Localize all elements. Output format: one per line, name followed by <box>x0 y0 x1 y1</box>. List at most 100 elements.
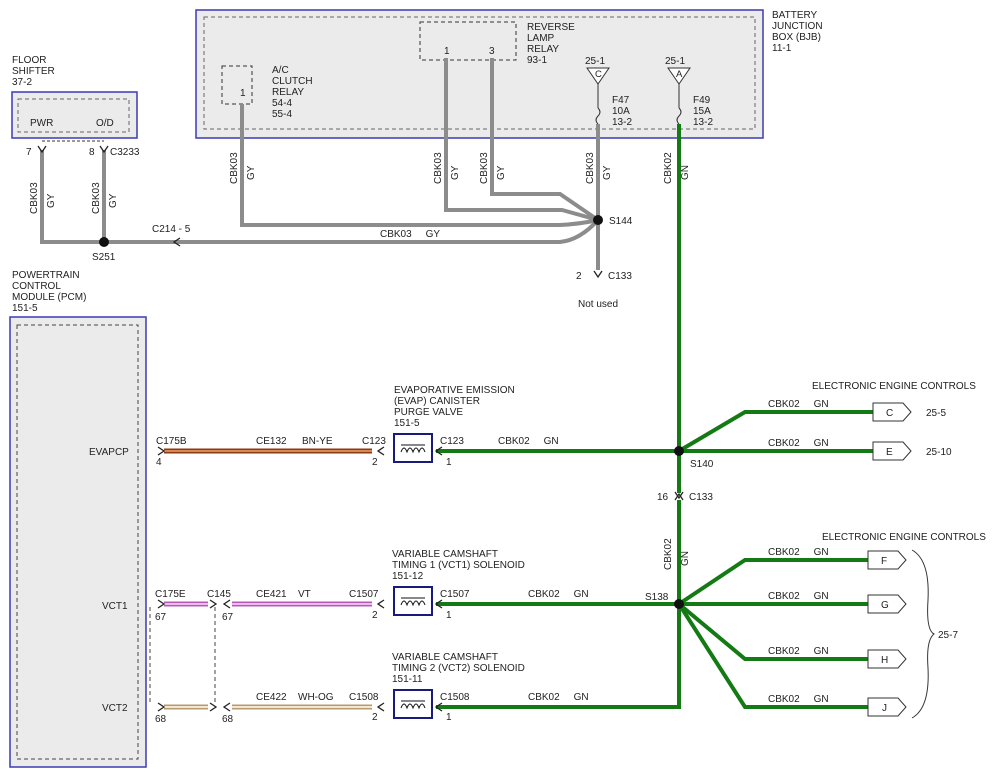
vct1-solenoid-coil <box>400 600 426 607</box>
svg-text:VARIABLE CAMSHAFT: VARIABLE CAMSHAFT <box>392 652 498 663</box>
vct2-wire: CE422 <box>256 692 287 703</box>
s144-label: S144 <box>609 216 633 227</box>
svg-text:CBK02: CBK02 <box>663 152 674 184</box>
svg-text:55-4: 55-4 <box>272 109 292 120</box>
vct1-gn-wire: CBK02 GN <box>528 589 589 600</box>
c133-mid-pin: 16 <box>657 492 669 503</box>
vct1-left-pin: 2 <box>372 610 378 621</box>
vct2-label: VARIABLE CAMSHAFT TIMING 2 (VCT2) SOLENO… <box>392 652 525 685</box>
floor-shifter-box <box>11 91 138 139</box>
svg-text:BATTERY: BATTERY <box>772 10 818 21</box>
eec-connector-f-label: F <box>881 556 887 567</box>
svg-text:CLUTCH: CLUTCH <box>272 76 313 87</box>
vct2-connector-arrows <box>157 702 443 712</box>
wire-pwr <box>40 150 104 244</box>
svg-text:13-2: 13-2 <box>693 117 713 128</box>
svg-text:CBK03: CBK03 <box>91 182 102 214</box>
svg-text:15A: 15A <box>693 106 711 117</box>
svg-text:GY: GY <box>496 165 507 180</box>
eec-connector-g-label: G <box>881 600 889 611</box>
evap-wire: CE132 <box>256 436 287 447</box>
fuse-f49-triangle <box>667 67 691 85</box>
eec-top-wire-e: CBK02 GN <box>768 438 829 449</box>
wire-bottom-label: CBK03 GY <box>380 229 440 240</box>
evap-valve-box <box>393 433 433 463</box>
eec-connector-e <box>872 441 912 461</box>
floor-shifter-connector: C3233 <box>110 147 140 158</box>
floor-shifter-pin7: 7 <box>26 147 32 158</box>
eec-connector-e-label: E <box>886 447 893 458</box>
c214-label: C214 - 5 <box>152 224 191 235</box>
svg-text:37-2: 37-2 <box>12 77 32 88</box>
wire-s138-j <box>677 602 868 709</box>
gray-wires <box>40 58 600 270</box>
evap-color: BN-YE <box>302 436 333 447</box>
evap-right-pin: 1 <box>446 457 452 468</box>
eec-connector-h-label: H <box>881 655 888 666</box>
svg-text:11-1: 11-1 <box>772 43 792 54</box>
wire-s138-h <box>677 602 868 661</box>
pcm-box <box>9 316 147 768</box>
vct1-pcm-conn: C175E <box>155 589 186 600</box>
wire-s251-to-s144 <box>104 218 600 244</box>
eec-bottom-wire-h: CBK02 GN <box>768 646 829 657</box>
eec-bottom-title: ELECTRONIC ENGINE CONTROLS <box>822 532 986 543</box>
floor-shifter-inner <box>17 98 130 133</box>
reverse-relay-pin1: 1 <box>444 46 450 57</box>
fuse-f47-triangle <box>586 67 610 85</box>
eec-ref-e: 25-10 <box>926 447 952 458</box>
svg-text:RELAY: RELAY <box>527 44 559 55</box>
bjb-title: BATTERY JUNCTION BOX (BJB) 11-1 <box>772 10 823 54</box>
vct1-left-conn: C1507 <box>349 589 379 600</box>
reverse-relay-label: REVERSE LAMP RELAY 93-1 <box>527 22 575 66</box>
wire-rev-pin3 <box>490 58 600 222</box>
fuse-f47-ref: 25-1 <box>585 56 605 67</box>
s251-label: S251 <box>92 252 116 263</box>
evap-pcm-pin: 4 <box>156 457 162 468</box>
vct1-mid-conn: C145 <box>207 589 231 600</box>
green-wires <box>436 124 873 709</box>
svg-text:GY: GY <box>46 193 57 208</box>
svg-text:MODULE (PCM): MODULE (PCM) <box>12 292 86 303</box>
vct1-solenoid-box <box>393 586 433 616</box>
bjb-inner-dashed <box>203 16 756 130</box>
fuse-f47-symbol <box>595 107 601 125</box>
c133-top-pin: 2 <box>576 271 582 282</box>
svg-text:CBK03: CBK03 <box>29 182 40 214</box>
floor-shifter-title: FLOOR SHIFTER 37-2 <box>12 55 55 88</box>
svg-text:(EVAP) CANISTER: (EVAP) CANISTER <box>394 396 480 407</box>
eec-bottom-brace <box>911 549 935 719</box>
vct2-right-pin: 1 <box>446 712 452 723</box>
eec-connector-j <box>867 697 907 717</box>
wire-s140-c <box>677 410 873 453</box>
vct1-connector-arrows <box>157 599 443 609</box>
svg-text:RELAY: RELAY <box>272 87 304 98</box>
eec-connector-h <box>867 649 907 669</box>
svg-text:PURGE VALVE: PURGE VALVE <box>394 407 463 418</box>
svg-text:GN: GN <box>680 165 691 180</box>
ac-relay-label: A/C CLUTCH RELAY 54-4 55-4 <box>272 65 313 120</box>
svg-text:CBK03: CBK03 <box>585 152 596 184</box>
svg-text:BOX (BJB): BOX (BJB) <box>772 32 821 43</box>
svg-text:VARIABLE CAMSHAFT: VARIABLE CAMSHAFT <box>392 549 498 560</box>
eec-bottom-wire-f: CBK02 GN <box>768 547 829 558</box>
eec-ref-c: 25-5 <box>926 408 946 419</box>
shield-dashed-lines <box>149 607 216 705</box>
vct2-left-conn: C1508 <box>349 692 379 703</box>
fuse-f49-ref: 25-1 <box>665 56 685 67</box>
svg-text:13-2: 13-2 <box>612 117 632 128</box>
eec-connector-c-label: C <box>886 408 893 419</box>
fuse-f49-letter: A <box>676 69 683 80</box>
svg-text:151-5: 151-5 <box>12 303 38 314</box>
splice-s140 <box>674 446 684 456</box>
eec-bottom-wire-j: CBK02 GN <box>768 694 829 705</box>
svg-text:GY: GY <box>602 165 613 180</box>
fuse-f49-label: F49 15A 13-2 <box>693 95 713 128</box>
svg-text:CBK03: CBK03 <box>433 152 444 184</box>
pcm-title: POWERTRAIN CONTROL MODULE (PCM) 151-5 <box>12 270 86 314</box>
eec-connector-c <box>872 402 912 422</box>
eec-top-title: ELECTRONIC ENGINE CONTROLS <box>812 381 976 392</box>
s138-label: S138 <box>645 592 669 603</box>
vct1-right-pin: 1 <box>446 610 452 621</box>
eec-top-wire-c: CBK02 GN <box>768 399 829 410</box>
